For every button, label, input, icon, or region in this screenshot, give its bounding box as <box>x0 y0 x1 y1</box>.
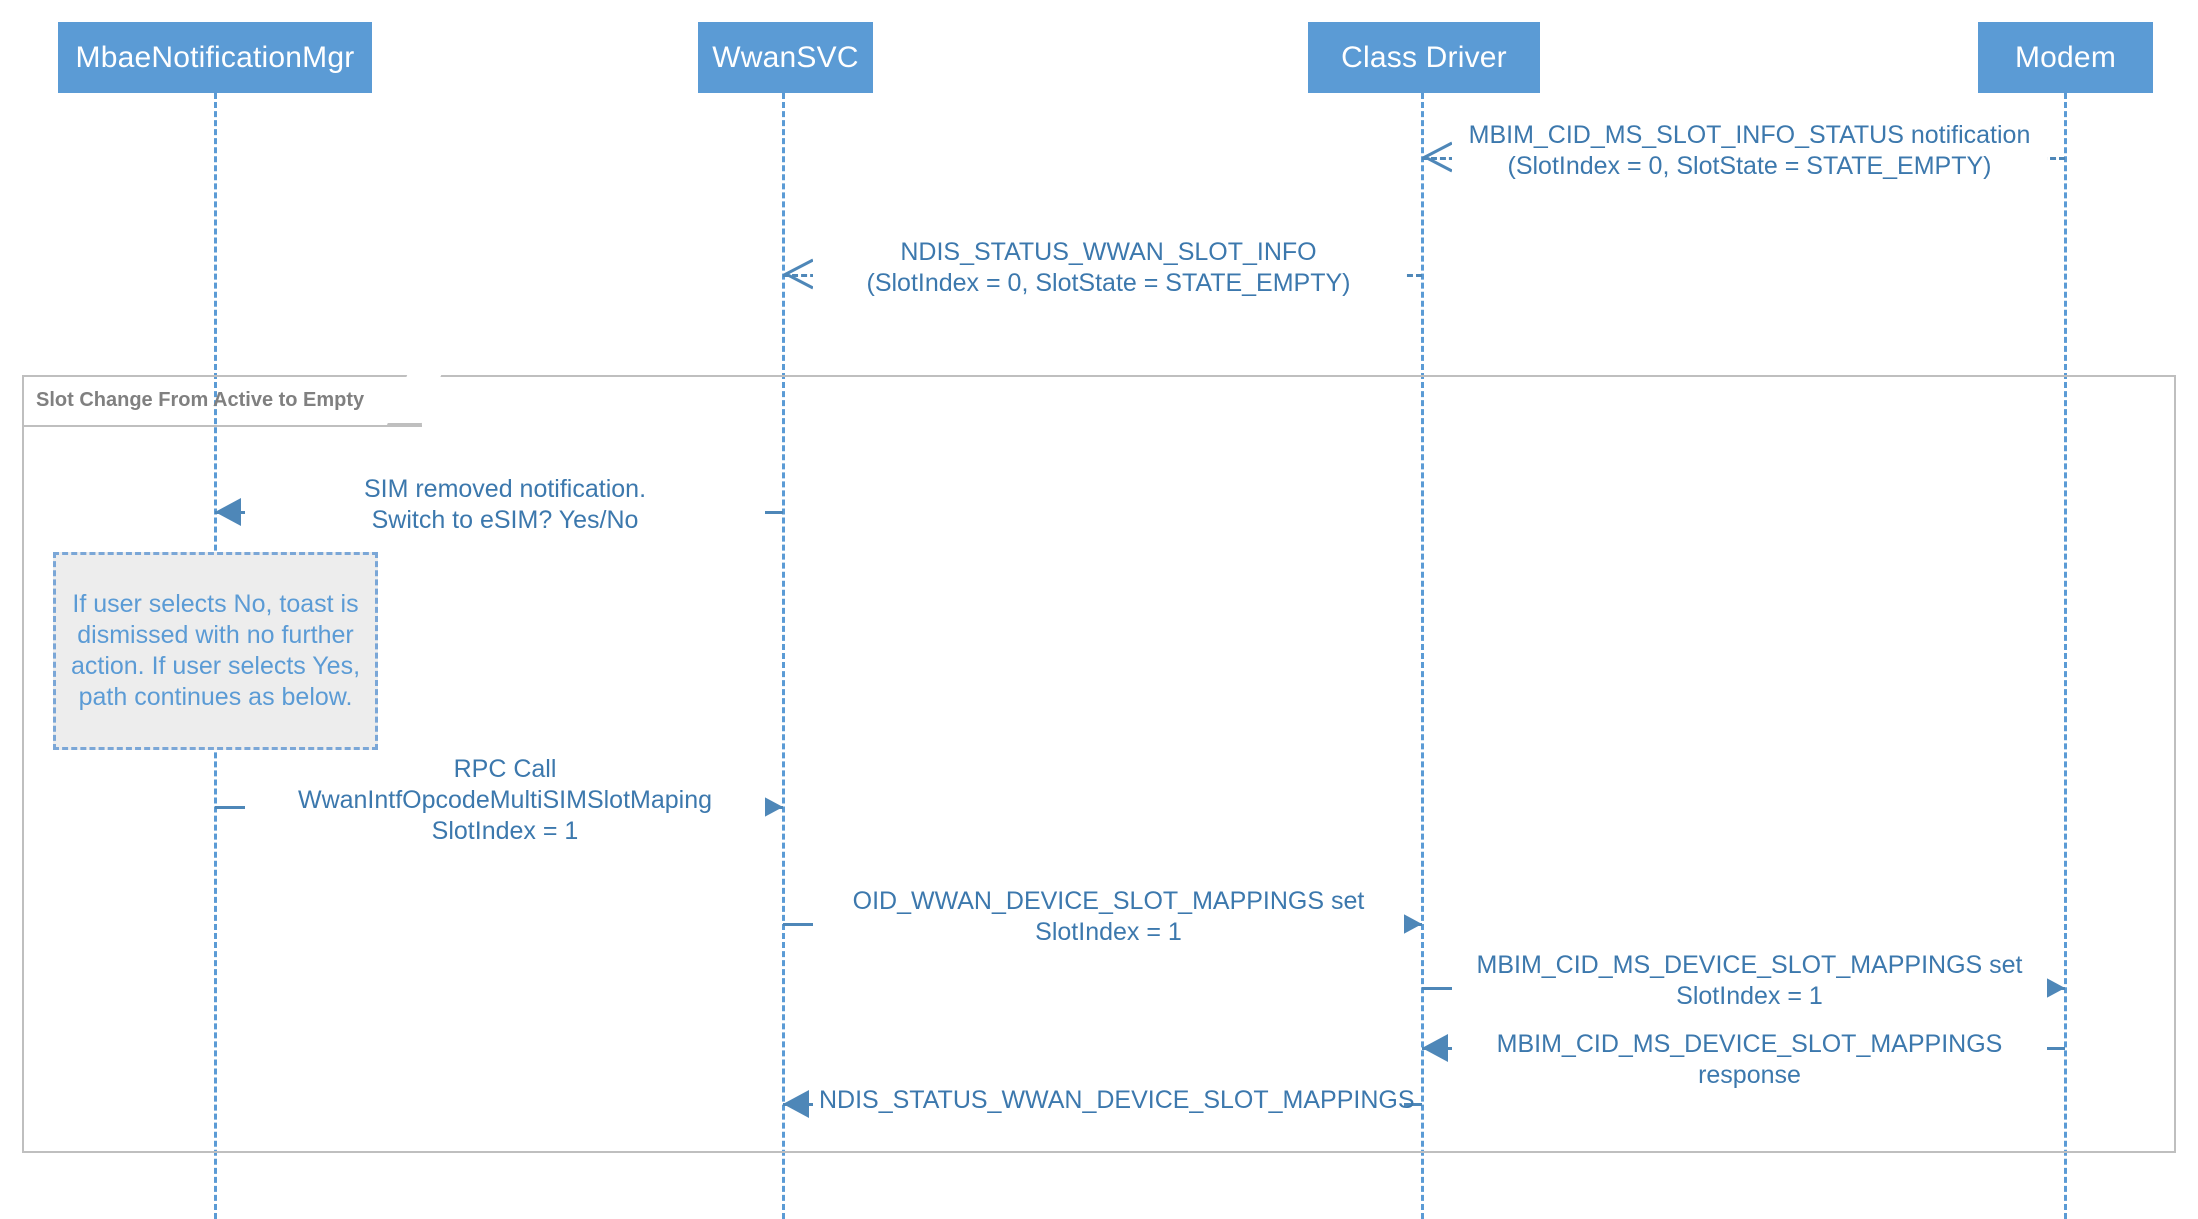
note-text: If user selects No, toast is dismissed w… <box>70 590 361 711</box>
lifeline-class <box>1421 93 1424 1219</box>
message-label-m8: NDIS_STATUS_WWAN_DEVICE_SLOT_MAPPINGS <box>813 1085 1415 1116</box>
message-label-m1: MBIM_CID_MS_SLOT_INFO_STATUS notificatio… <box>1452 120 2047 182</box>
actor-box-mbae[interactable]: MbaeNotificationMgr <box>58 22 372 93</box>
arrow-head-m3 <box>215 498 241 526</box>
arrow-head-m7 <box>1422 1034 1448 1062</box>
arrow-head-m2 <box>783 258 814 290</box>
message-label-m2: NDIS_STATUS_WWAN_SLOT_INFO (SlotIndex = … <box>813 237 1404 299</box>
actor-label-wwan: WwanSVC <box>712 40 859 74</box>
fragment-label-text: Slot Change From Active to Empty <box>36 388 365 411</box>
arrow-head-m8 <box>783 1090 809 1118</box>
message-label-m6: MBIM_CID_MS_DEVICE_SLOT_MAPPINGS set Slo… <box>1452 950 2047 1012</box>
actor-box-class[interactable]: Class Driver <box>1308 22 1540 93</box>
message-label-m3: SIM removed notification. Switch to eSIM… <box>245 474 765 536</box>
lifeline-wwan <box>782 93 785 1219</box>
message-label-m5: OID_WWAN_DEVICE_SLOT_MAPPINGS set SlotIn… <box>813 886 1404 948</box>
actor-box-modem[interactable]: Modem <box>1978 22 2153 93</box>
note-box: If user selects No, toast is dismissed w… <box>53 552 378 750</box>
lifeline-modem <box>2064 93 2067 1219</box>
fragment-label: Slot Change From Active to Empty <box>22 375 422 427</box>
fragment-frame <box>22 375 2176 1153</box>
actor-label-modem: Modem <box>2014 40 2117 74</box>
actor-label-mbae: MbaeNotificationMgr <box>75 40 355 74</box>
arrow-head-m1 <box>1422 141 1453 173</box>
actor-label-class: Class Driver <box>1341 40 1507 74</box>
message-label-m7: MBIM_CID_MS_DEVICE_SLOT_MAPPINGS respons… <box>1452 1029 2047 1091</box>
message-label-m4: RPC Call WwanIntfOpcodeMultiSIMSlotMapin… <box>245 754 765 847</box>
actor-box-wwan[interactable]: WwanSVC <box>698 22 873 93</box>
